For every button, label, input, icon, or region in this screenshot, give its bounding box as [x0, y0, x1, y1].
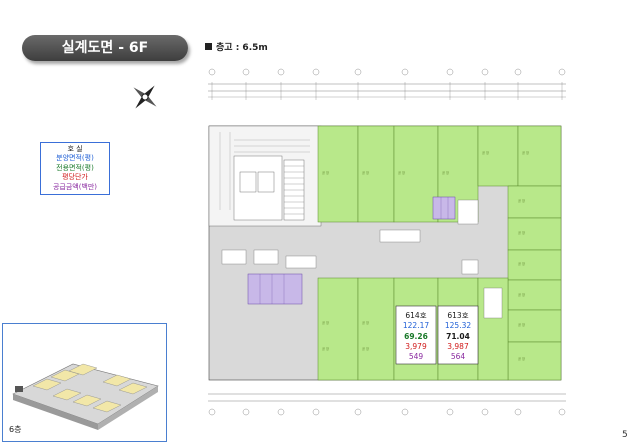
unit-tag: 공 장	[398, 170, 405, 175]
unit-tag: 공 장	[522, 150, 529, 155]
bottom-grid-axis	[208, 408, 566, 416]
compass-north-arrow-icon	[133, 85, 157, 109]
unit-tag: 공 장	[518, 198, 525, 203]
callout-area: 122.17	[403, 321, 429, 330]
callout-amount: 564	[451, 352, 466, 361]
callout-unit: 613호	[447, 311, 468, 320]
floor-height-note: 층고 : 6.5m	[205, 40, 268, 53]
callout-area: 125.32	[445, 321, 471, 330]
unit-tag: 공 장	[322, 170, 329, 175]
floor-3d-inset	[2, 323, 167, 442]
callout-614: 614호 122.17 69.26 3,979 549	[395, 305, 437, 365]
unit-tag: 공 장	[322, 320, 329, 325]
unit-tag: 공 장	[362, 346, 369, 351]
top-grid-axis	[208, 68, 566, 76]
legend-sale-area: 분양면적(평)	[56, 154, 94, 163]
unit-tag: 공 장	[518, 261, 525, 266]
unit-tag: 공 장	[362, 170, 369, 175]
callout-amount: 549	[409, 352, 424, 361]
unit-legend-box: 호 실 분양면적(평) 전용면적(평) 평당단가 공급금액(백만)	[40, 142, 110, 195]
core-center	[432, 196, 456, 220]
unit-tag: 공 장	[518, 292, 525, 297]
right-units	[507, 185, 562, 381]
legend-supply-amount: 공급금액(백만)	[52, 182, 98, 191]
floor-plan-6f: 공 장 공 장 공 장 공 장 공 장 공 장 공 장 공 장 공 장 공 장 …	[208, 68, 566, 416]
unit-tag: 공 장	[482, 150, 489, 155]
unit-tag: 공 장	[518, 356, 525, 361]
isometric-floor-view	[12, 363, 159, 430]
core-lower-left	[247, 273, 303, 305]
floor-height-text: 층고 : 6.5m	[216, 43, 268, 53]
unit-tag: 공 장	[362, 320, 369, 325]
legend-exclusive-area: 전용면적(평)	[56, 163, 94, 172]
callout-exclusive: 71.04	[446, 332, 470, 341]
unit-tag: 공 장	[322, 346, 329, 351]
square-bullet-icon	[205, 43, 212, 50]
inset-floor-label: 6층	[9, 425, 22, 434]
callout-exclusive: 69.26	[404, 332, 428, 341]
unit-tag: 공 장	[518, 322, 525, 327]
legend-unit-price: 평당단가	[62, 173, 88, 182]
callout-613: 613호 125.32 71.04 3,987 564	[437, 305, 479, 365]
unit-tag: 공 장	[518, 230, 525, 235]
page-title: 실계도면 - 6F	[22, 35, 188, 61]
callout-price: 3,979	[405, 342, 427, 351]
callout-unit: 614호	[405, 311, 426, 320]
callout-price: 3,987	[447, 342, 469, 351]
unit-tag: 공 장	[442, 170, 449, 175]
page-number: 5	[622, 430, 628, 440]
legend-unit: 호 실	[67, 145, 83, 153]
